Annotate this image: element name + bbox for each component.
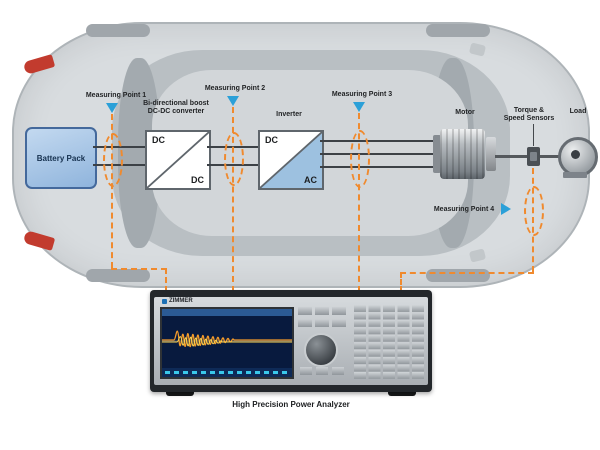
sensor-pointer-line [533, 124, 534, 146]
analyzer-brand-text: ZIMMER [169, 298, 193, 304]
analyzer-keypad [354, 305, 424, 379]
analyzer-screen [160, 307, 294, 379]
measuring-point-4-label: Measuring Point 4 [433, 206, 495, 213]
wheel-rear-left [86, 24, 150, 37]
power-analyzer: ZIMMER [150, 290, 432, 392]
load-label: Load [569, 108, 587, 115]
probe-line-1 [165, 268, 167, 292]
inverter-title: Inverter [276, 111, 302, 118]
converter-output-label: DC [191, 175, 204, 185]
motor-cooling-ribs [440, 129, 485, 179]
measuring-point-3-probe [350, 130, 370, 188]
measuring-point-4-marker-icon [501, 203, 511, 215]
wheel-front-right [426, 269, 490, 282]
wheel-front-left [426, 24, 490, 37]
battery-pack-label: Battery Pack [36, 153, 86, 163]
converter-title-line1: Bi-directional boost [143, 100, 209, 107]
analyzer-front-panel: ZIMMER [154, 297, 428, 385]
analyzer-foot [166, 388, 194, 396]
load-hub [571, 150, 580, 159]
measuring-point-2-label: Measuring Point 2 [204, 85, 266, 92]
measuring-point-3-label: Measuring Point 3 [331, 91, 393, 98]
converter-input-label: DC [152, 135, 165, 145]
zimmer-logo-icon [162, 298, 167, 304]
motor-body [440, 129, 485, 179]
probe-line-4 [400, 272, 534, 274]
screen-menu-bar [162, 309, 292, 316]
phase-line [320, 153, 433, 155]
measuring-point-3-marker-icon [353, 102, 365, 112]
motor [433, 126, 497, 182]
probe-line-1 [111, 114, 113, 268]
converter-title: Bi-directional boost DC-DC converter [131, 100, 221, 116]
screen-status-bar [162, 368, 292, 377]
probe-line-3 [358, 113, 360, 292]
probe-line-2 [232, 107, 234, 292]
inverter-output-label: AC [304, 175, 317, 185]
dcdc-converter: DC DC [145, 130, 211, 190]
measuring-point-2-marker-icon [227, 96, 239, 106]
analyzer-softkeys [298, 307, 346, 327]
measuring-point-1-probe [103, 133, 123, 187]
analyzer-caption: High Precision Power Analyzer [232, 400, 350, 409]
probe-line-1 [111, 268, 167, 270]
sensors-label-line2: Speed Sensors [503, 115, 555, 122]
measuring-point-2-probe [224, 132, 244, 186]
sensors-label-line1: Torque & [513, 107, 545, 114]
load-base [563, 172, 587, 178]
motor-shaft-cap [486, 137, 496, 171]
phase-line [320, 140, 433, 142]
analyzer-brand: ZIMMER [162, 298, 193, 304]
analyzer-function-keys [300, 367, 344, 375]
probe-line-4 [400, 272, 402, 292]
battery-pack: Battery Pack [25, 127, 97, 189]
inverter-input-label: DC [265, 135, 278, 145]
inverter: DC AC [258, 130, 324, 190]
motor-label: Motor [455, 109, 475, 116]
measuring-point-1-marker-icon [106, 103, 118, 113]
measuring-point-1-label: Measuring Point 1 [85, 92, 147, 99]
waveform-display [162, 330, 292, 348]
wheel-rear-right [86, 269, 150, 282]
diagonal-line [260, 132, 322, 188]
diagonal-line [147, 132, 209, 188]
converter-title-line2: DC-DC converter [147, 108, 205, 115]
sensors-label: Torque & Speed Sensors [500, 107, 558, 123]
analyzer-rotary-knob [304, 333, 338, 367]
sensor-window [530, 152, 537, 161]
motor-end-cap [433, 135, 441, 173]
analyzer-foot [388, 388, 416, 396]
measuring-point-4-probe [524, 186, 544, 236]
torque-speed-sensor [527, 147, 540, 166]
phase-line [320, 166, 433, 168]
screen-status-ticks [165, 371, 289, 374]
